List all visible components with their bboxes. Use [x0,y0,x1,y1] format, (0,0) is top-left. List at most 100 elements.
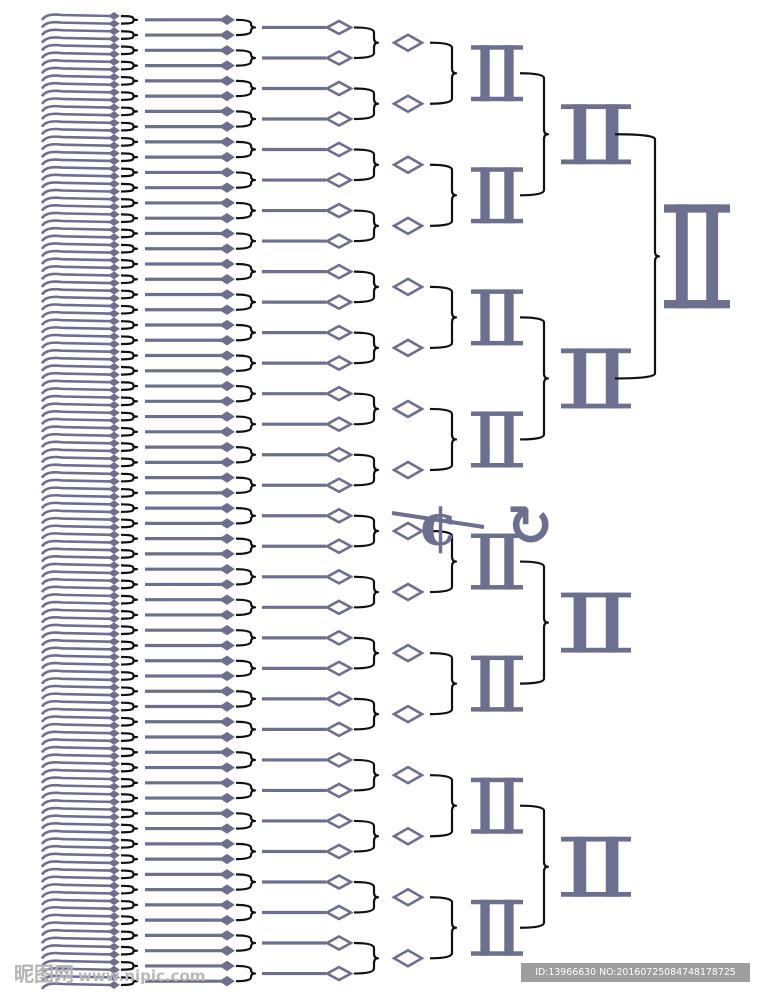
bracket [235,18,257,37]
hook-icon [40,234,111,243]
hook-icon [40,844,111,853]
small-diamond-arrow-icon [108,980,120,990]
bracket [120,198,139,208]
hook-icon [40,539,111,548]
roman-two-pillar-icon [471,411,523,468]
hollow-diamond-icon [324,446,354,463]
small-diamond-arrow-icon [108,156,120,165]
small-diamond-arrow-icon [108,637,120,646]
hook-icon [40,890,111,899]
small-diamond-arrow-icon [108,80,120,89]
small-diamond-arrow-icon [108,218,120,227]
small-diamond-arrow-icon [219,808,235,819]
small-diamond-arrow-icon [108,744,120,753]
bracket [353,758,380,792]
small-diamond-arrow-icon [108,256,120,265]
bracket [353,819,380,853]
bracket [235,873,257,891]
hook-icon [40,265,111,273]
bracket [120,762,139,773]
hook-icon [40,74,111,82]
bracket [120,243,139,254]
hollow-diamond-icon [324,355,354,372]
hook-icon [40,806,111,815]
hook-icon [40,150,111,159]
hook-icon [40,616,111,624]
hook-icon [40,928,111,937]
hollow-diamond-icon [391,216,425,236]
bracket [120,228,139,239]
small-diamond-arrow-icon [219,762,235,773]
hook-icon [40,387,111,395]
small-diamond-arrow-icon [108,599,120,608]
hollow-diamond-icon [324,843,354,860]
hook-icon [40,692,111,700]
small-diamond-arrow-icon [108,965,120,974]
small-diamond-arrow-icon [108,240,120,249]
small-diamond-arrow-icon [219,121,235,132]
small-diamond-arrow-icon [219,533,235,544]
small-diamond-arrow-icon [219,502,235,514]
small-diamond-arrow-icon [219,258,235,270]
hook-icon [40,371,111,380]
small-diamond-arrow-icon [108,225,120,234]
hollow-diamond-icon [324,629,354,646]
small-diamond-arrow-icon [219,701,235,712]
hook-icon [40,120,111,128]
bracket [235,293,257,311]
hook-icon [40,379,111,387]
small-diamond-arrow-icon [108,469,120,478]
small-diamond-arrow-icon [108,813,120,822]
hook-icon [40,722,111,731]
small-diamond-arrow-icon [219,396,235,407]
small-diamond-arrow-icon [108,19,120,28]
bracket [235,140,257,159]
hook-icon [40,623,111,632]
hook-icon [40,471,111,479]
hook-icon [40,295,111,304]
small-diamond-arrow-icon [108,927,120,936]
small-diamond-arrow-icon [219,90,235,102]
bracket [120,884,139,895]
bracket [429,651,458,716]
small-diamond-arrow-icon [108,187,120,196]
bracket [120,426,139,437]
bracket [120,442,139,453]
bracket [120,777,139,788]
roman-two-pillar-icon [561,592,631,653]
hook-icon [40,89,111,98]
bracket [120,182,139,193]
hook-icon [40,684,111,693]
roman-two-pillar-icon [471,899,523,956]
bracket [353,26,380,60]
small-diamond-arrow-icon [219,579,235,590]
small-diamond-arrow-icon [108,126,120,135]
small-diamond-arrow-icon [108,950,120,959]
hollow-diamond-icon [324,782,354,799]
small-diamond-arrow-icon [108,378,120,387]
bracket [120,533,139,544]
small-diamond-arrow-icon [219,640,235,651]
bracket [120,564,139,575]
small-diamond-arrow-icon [108,103,120,112]
small-diamond-arrow-icon [108,652,120,661]
small-diamond-arrow-icon [219,106,235,117]
small-diamond-arrow-icon [219,975,235,987]
hook-icon [40,532,111,540]
small-diamond-arrow-icon [108,141,120,150]
bracket [235,629,257,647]
small-diamond-arrow-icon [108,172,120,181]
hook-icon [40,356,111,365]
small-diamond-arrow-icon [108,294,120,303]
hollow-diamond-icon [324,507,354,524]
small-diamond-arrow-icon [108,11,120,21]
small-diamond-arrow-icon [108,904,120,913]
small-diamond-arrow-icon [108,538,120,547]
bracket [120,915,139,926]
small-diamond-arrow-icon [219,136,235,148]
small-diamond-arrow-icon [219,609,235,621]
small-diamond-arrow-icon [108,134,120,143]
strike-line [391,511,485,529]
small-diamond-arrow-icon [108,698,120,707]
small-diamond-arrow-icon [219,411,235,422]
